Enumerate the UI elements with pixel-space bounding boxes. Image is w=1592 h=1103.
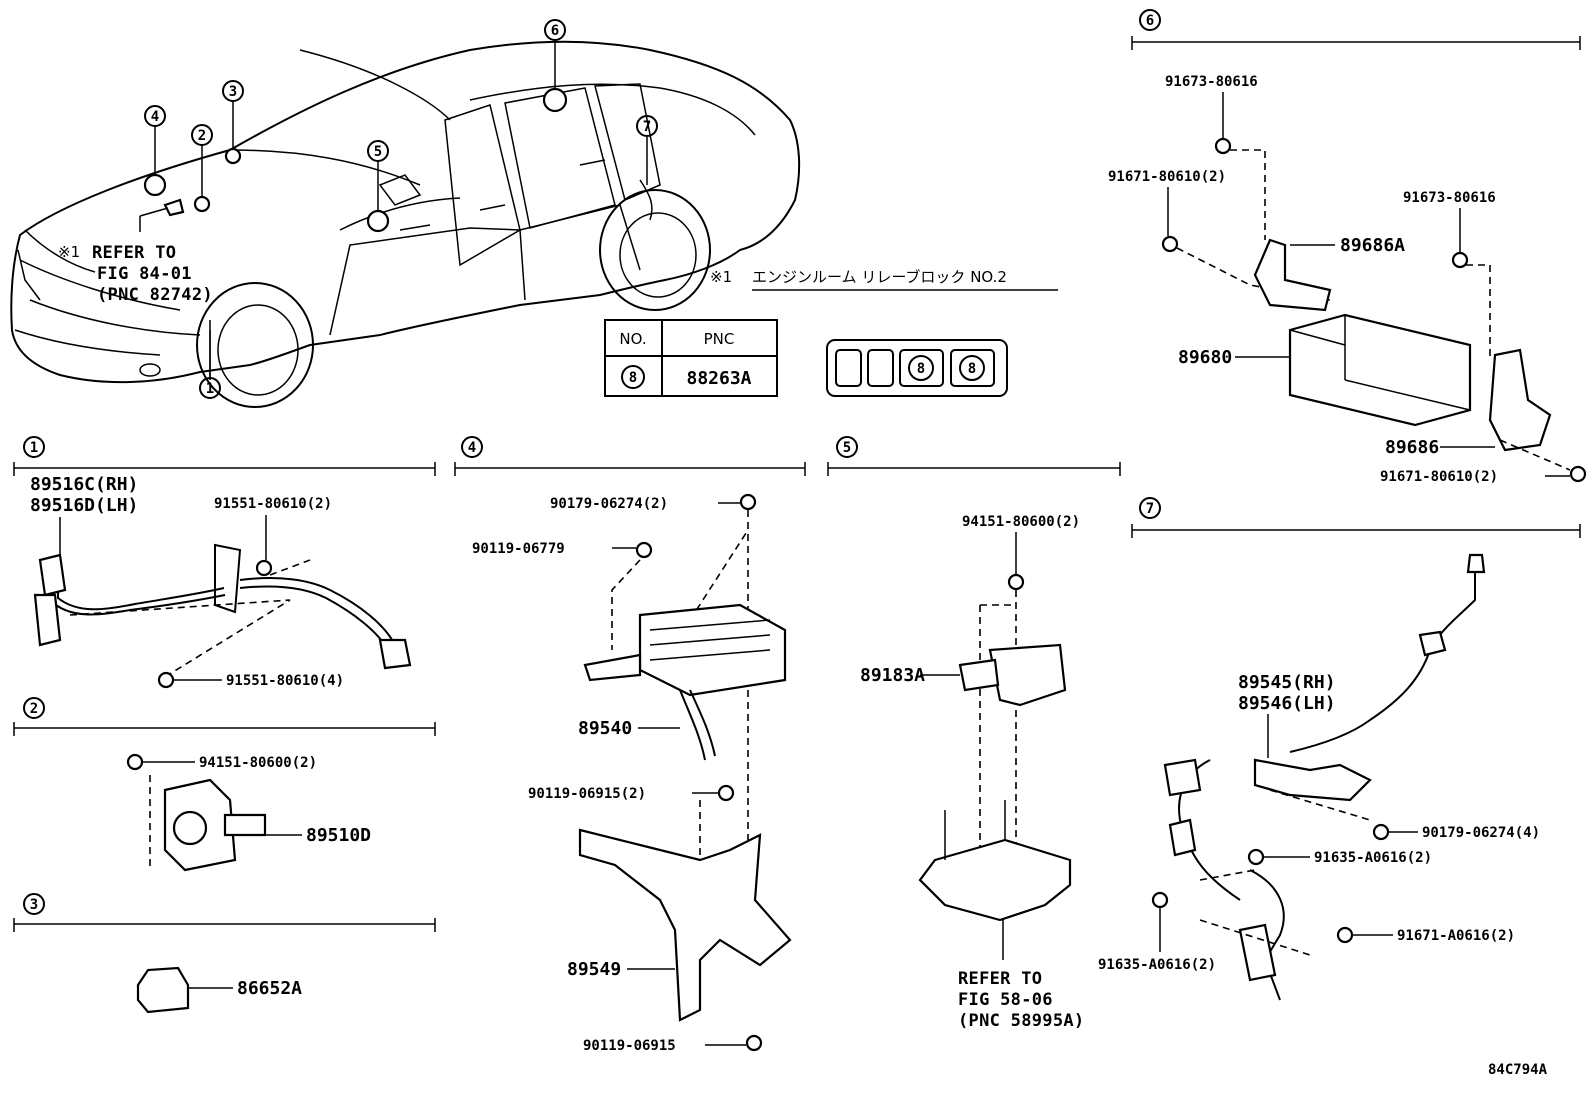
relay-note: ※1 エンジンルーム リレーブロック NO.2 (710, 268, 1058, 291)
refer-to-1: REFER TO (958, 969, 1042, 989)
part-90119-06915-2: 90119-06915(2) (528, 786, 646, 802)
part-89540: 89540 (578, 718, 632, 739)
callout-4: 4 (151, 109, 159, 125)
relay-slot-3: 8 (917, 361, 925, 377)
section-1: 1 89516C(RH) 89516D(LH) 91551-80610(2) 9… (13, 436, 436, 689)
table-header-no: NO. (619, 330, 646, 348)
relay-block: 8 8 (826, 339, 1008, 397)
part-89516d: 89516D(LH) (30, 495, 138, 516)
part-91551-80610-4: 91551-80610(4) (226, 673, 344, 689)
part-90119-06915: 90119-06915 (583, 1038, 676, 1054)
part-91635-a0616-a: 91635-A0616(2) (1314, 850, 1432, 866)
callout-7: 7 (643, 119, 651, 135)
part-86652a: 86652A (237, 978, 302, 999)
refer-note: ※1 REFER TO FIG 84-01 (PNC 82742) (58, 207, 213, 305)
part-89680: 89680 (1178, 347, 1232, 368)
car-illustration (10, 40, 801, 408)
part-89686: 89686 (1385, 437, 1439, 458)
part-91635-a0616-b: 91635-A0616(2) (1098, 957, 1216, 973)
part-91673-80616-b: 91673-80616 (1403, 190, 1496, 206)
section-5: 5 94151-80600(2) 89183A REFER TO FIG 58-… (827, 436, 1121, 1031)
part-91551-80610-2: 91551-80610(2) (214, 496, 332, 512)
refer-to-2: FIG 58-06 (958, 990, 1053, 1010)
section-6: 6 91673-80616 91671-80610(2) 89686A 9167… (1108, 9, 1587, 485)
relay-pnc-table: NO. PNC 8 88263A (604, 319, 778, 397)
part-91671-80610-a: 91671-80610(2) (1108, 169, 1226, 185)
svg-text:3: 3 (30, 897, 38, 913)
callout-1: 1 (206, 381, 214, 397)
svg-text:6: 6 (1146, 13, 1154, 29)
section-2: 2 94151-80600(2) 89510D (13, 697, 436, 872)
svg-text:※1: ※1 (58, 243, 80, 261)
table-cell-pnc: 88263A (686, 368, 751, 389)
svg-text:※1: ※1 (710, 268, 732, 286)
part-94151-80600: 94151-80600(2) (199, 755, 317, 771)
car-callouts: 4 2 3 5 6 7 1 (144, 19, 658, 399)
part-91673-80616-a: 91673-80616 (1165, 74, 1258, 90)
part-90179-06274: 90179-06274(2) (550, 496, 668, 512)
table-cell-no: 8 (629, 370, 637, 386)
part-90119-06779: 90119-06779 (472, 541, 565, 557)
refer-to-3: (PNC 58995A) (958, 1011, 1084, 1031)
callout-5: 5 (374, 144, 382, 160)
svg-text:FIG 84-01: FIG 84-01 (97, 264, 192, 284)
part-89183a: 89183A (860, 665, 925, 686)
table-header-pnc: PNC (704, 330, 735, 348)
callout-6: 6 (551, 23, 559, 39)
part-89516c: 89516C(RH) (30, 474, 138, 495)
part-91671-80610-b: 91671-80610(2) (1380, 469, 1498, 485)
section-3: 3 86652A (13, 893, 436, 1014)
section-4: 4 90179-06274(2) 90119-06779 89540 90119… (454, 436, 806, 1054)
part-91671-a0616: 91671-A0616(2) (1397, 928, 1515, 944)
part-89510d: 89510D (306, 825, 371, 846)
part-90179-06274-4: 90179-06274(4) (1422, 825, 1540, 841)
section-7: 7 89545(RH) 89546(LH) 90179-06274(4) 916… (1098, 497, 1581, 1001)
svg-text:REFER TO: REFER TO (92, 243, 176, 263)
svg-text:4: 4 (468, 440, 476, 456)
part-89686a: 89686A (1340, 235, 1405, 256)
callout-2: 2 (198, 128, 206, 144)
svg-text:7: 7 (1146, 501, 1154, 517)
callout-3: 3 (229, 84, 237, 100)
svg-text:(PNC 82742): (PNC 82742) (97, 285, 213, 305)
svg-text:5: 5 (843, 440, 851, 456)
part-89549: 89549 (567, 959, 621, 980)
svg-text:1: 1 (30, 440, 38, 456)
part-94151-80600-s5: 94151-80600(2) (962, 514, 1080, 530)
relay-slot-4: 8 (968, 361, 976, 377)
svg-text:エンジンルーム リレーブロック NO.2: エンジンルーム リレーブロック NO.2 (752, 268, 1007, 286)
part-89545: 89545(RH) (1238, 672, 1336, 693)
figure-code: 84C794A (1488, 1062, 1548, 1078)
part-89546: 89546(LH) (1238, 693, 1336, 714)
svg-text:2: 2 (30, 701, 38, 717)
